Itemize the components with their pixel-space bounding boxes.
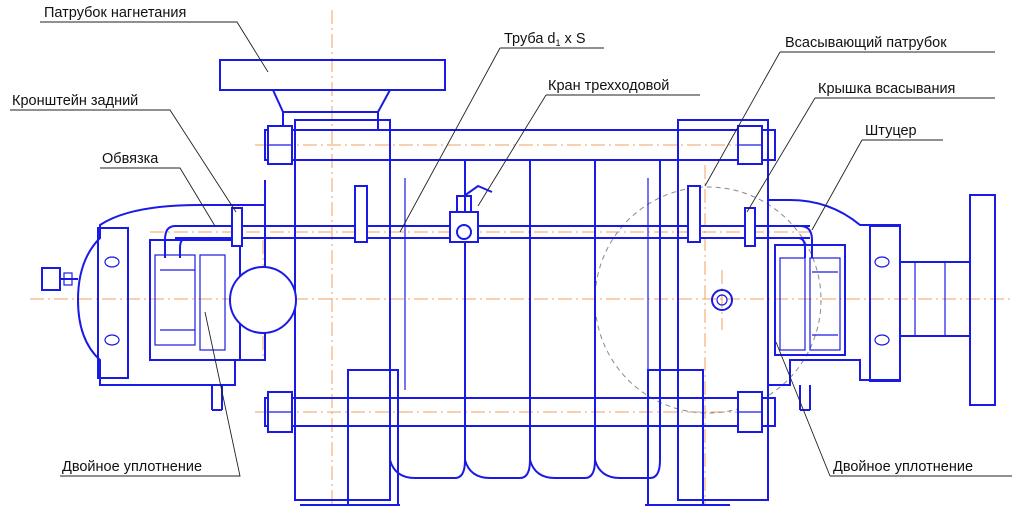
drain-plug — [711, 289, 733, 311]
label-fitting: Штуцер — [865, 123, 917, 139]
label-double-seal-left: Двойное уплотнение — [62, 459, 202, 475]
label-discharge-branch: Патрубок нагнетания — [44, 5, 186, 21]
center-lines — [30, 10, 1010, 505]
dashed-reference-circle — [594, 186, 822, 414]
right-bearing-housing — [768, 194, 996, 411]
label-pipe: Труба d1 x S — [504, 31, 586, 48]
label-rear-bracket: Кронштейн задний — [12, 93, 138, 109]
left-bearing-housing — [41, 180, 297, 411]
label-suction-branch: Всасывающий патрубок — [785, 35, 947, 51]
label-suction-cover: Крышка всасывания — [818, 81, 955, 97]
discharge-flange — [219, 59, 446, 130]
piping — [164, 185, 813, 258]
label-piping: Обвязка — [102, 151, 159, 167]
three-way-valve — [440, 184, 493, 243]
labels: Патрубок нагнетания Кронштейн задний Обв… — [12, 5, 973, 475]
leader-lines — [10, 21, 1012, 477]
label-three-way-valve: Кран трехходовой — [548, 78, 669, 94]
casing — [264, 119, 776, 506]
label-double-seal-right: Двойное уплотнение — [833, 459, 973, 475]
